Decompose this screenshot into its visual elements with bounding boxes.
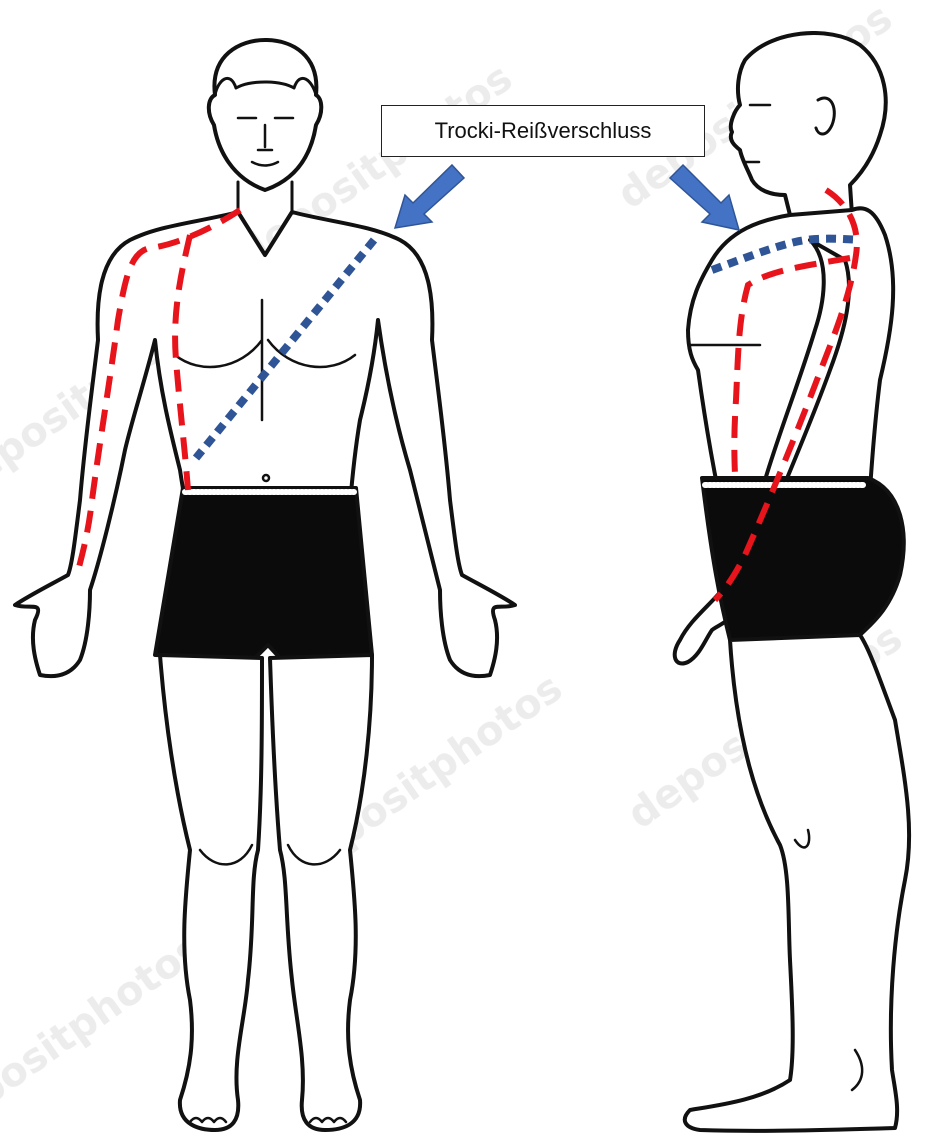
front-figure (15, 40, 515, 1130)
side-head (731, 33, 886, 215)
arrow-to-front-zipper (395, 165, 464, 228)
zipper-label-text: Trocki-Reißverschluss (435, 118, 652, 144)
front-head (209, 40, 321, 190)
zipper-label-box: Trocki-Reißverschluss (381, 105, 705, 157)
watermark-text: depositphotos (0, 925, 211, 1147)
front-legs (160, 655, 372, 1130)
front-shorts (155, 488, 372, 658)
side-shorts (702, 478, 904, 640)
side-legs (685, 635, 909, 1131)
arrow-to-side-zipper (670, 165, 739, 230)
arrows (395, 165, 739, 230)
